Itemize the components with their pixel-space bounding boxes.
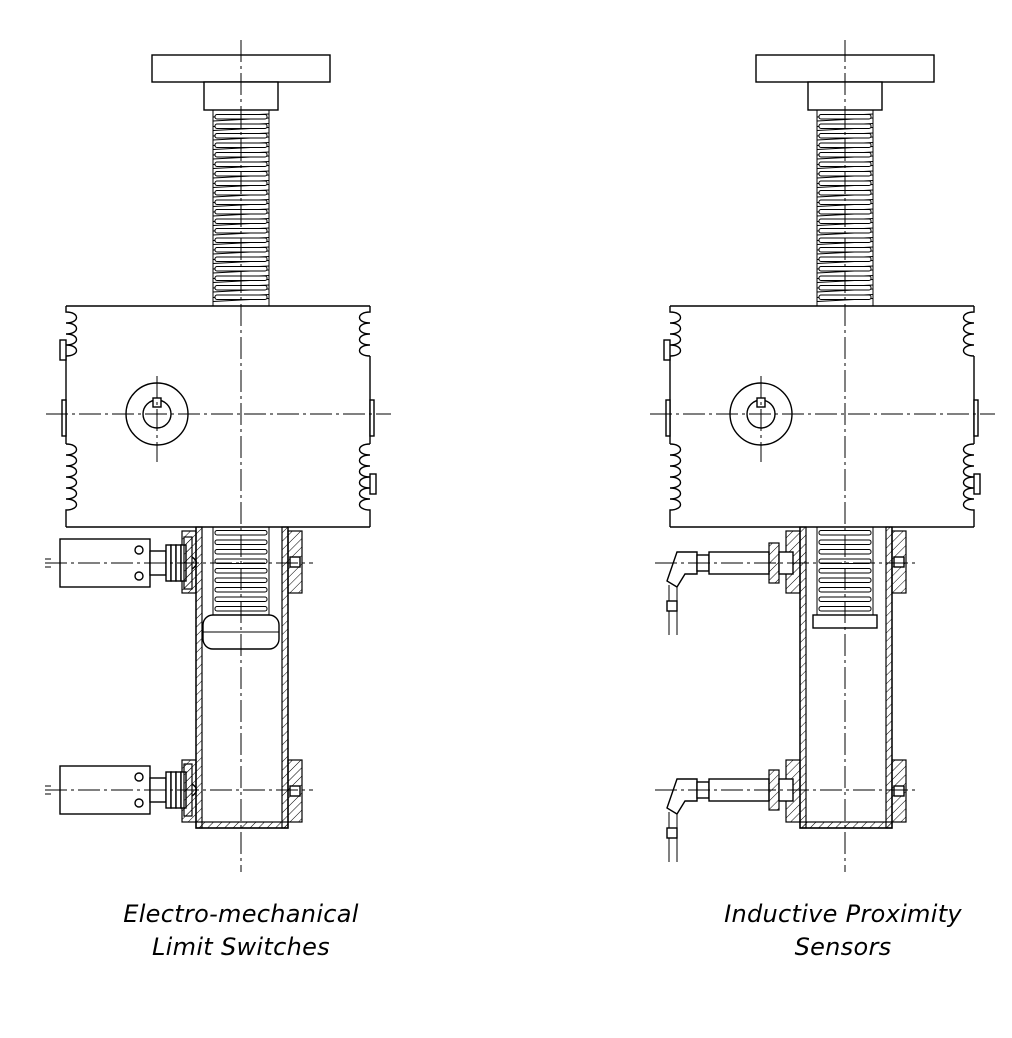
housing-boss-right-lower bbox=[973, 473, 981, 495]
switch-screw bbox=[134, 571, 144, 581]
caption-proximity-sensors-line2: Sensors bbox=[794, 933, 892, 961]
protection-tube bbox=[195, 526, 289, 829]
caption-limit-switches-line2: Limit Switches bbox=[152, 933, 330, 961]
caption-proximity-sensors-line1: Inductive Proximity bbox=[724, 900, 962, 928]
screw-lower-thread bbox=[818, 530, 872, 536]
bracket-bolt bbox=[289, 556, 301, 568]
bracket-bolt bbox=[893, 785, 905, 797]
bracket-bolt bbox=[289, 785, 301, 797]
housing-fins-left-top bbox=[669, 306, 682, 357]
proximity-sensor-lower bbox=[655, 769, 917, 862]
limit-switch-upper bbox=[45, 536, 313, 590]
screw-lower-thread bbox=[214, 530, 268, 536]
gearbox-housing bbox=[59, 305, 377, 528]
gearbox-housing bbox=[663, 305, 981, 528]
screw-thread-crest bbox=[214, 266, 268, 272]
tube-wall-right bbox=[885, 526, 893, 829]
switch-screw bbox=[134, 798, 144, 808]
tube-wall-right bbox=[281, 526, 289, 829]
limit-switch-lower bbox=[45, 763, 313, 817]
tube-bottom bbox=[799, 821, 893, 829]
housing-boss-left bbox=[663, 339, 671, 361]
sensor-cable-sleeve bbox=[666, 827, 678, 839]
sensor-cable-sleeve bbox=[666, 600, 678, 612]
housing-boss-left-lower bbox=[61, 399, 67, 437]
bracket-upper bbox=[785, 530, 907, 594]
sensor-connector bbox=[666, 778, 698, 815]
caption-limit-switches: Electro-mechanical Limit Switches bbox=[96, 898, 386, 964]
housing-fins-right-bottom bbox=[962, 443, 975, 527]
housing-boss-right bbox=[973, 399, 979, 437]
housing-fins-left-top bbox=[65, 306, 78, 357]
switch-cable bbox=[45, 785, 51, 795]
housing-boss-left bbox=[59, 339, 67, 361]
jack-assembly-limit-switches bbox=[45, 40, 391, 872]
lifting-screw-upper bbox=[212, 109, 270, 307]
switch-screw bbox=[134, 545, 144, 555]
tube-bottom bbox=[195, 821, 289, 829]
protection-tube bbox=[799, 526, 893, 829]
lifting-screw-lower bbox=[202, 526, 280, 650]
housing-fins-right-bottom bbox=[358, 443, 371, 527]
housing-fins-left-bottom bbox=[65, 443, 78, 527]
proximity-sensor-upper bbox=[655, 542, 917, 635]
tube-wall-left bbox=[195, 526, 203, 829]
caption-proximity-sensors: Inductive Proximity Sensors bbox=[698, 898, 988, 964]
housing-fins-left-bottom bbox=[669, 443, 682, 527]
jack-assembly-proximity-sensors bbox=[650, 40, 995, 872]
housing-boss-right bbox=[369, 399, 375, 437]
tube-wall-left bbox=[799, 526, 807, 829]
screw-lower-thread bbox=[818, 596, 872, 602]
screw-lower-thread bbox=[214, 596, 268, 602]
screw-thread-crest bbox=[818, 266, 872, 272]
bracket-bolt bbox=[893, 556, 905, 568]
caption-limit-switches-line1: Electro-mechanical bbox=[123, 900, 359, 928]
switch-cable bbox=[45, 558, 51, 568]
housing-fins-right-top bbox=[358, 306, 371, 357]
sensor-connector bbox=[666, 551, 698, 588]
housing-fins-right-top bbox=[962, 306, 975, 357]
housing-boss-right-lower bbox=[369, 473, 377, 495]
housing-boss-left-lower bbox=[665, 399, 671, 437]
switch-screw bbox=[134, 772, 144, 782]
